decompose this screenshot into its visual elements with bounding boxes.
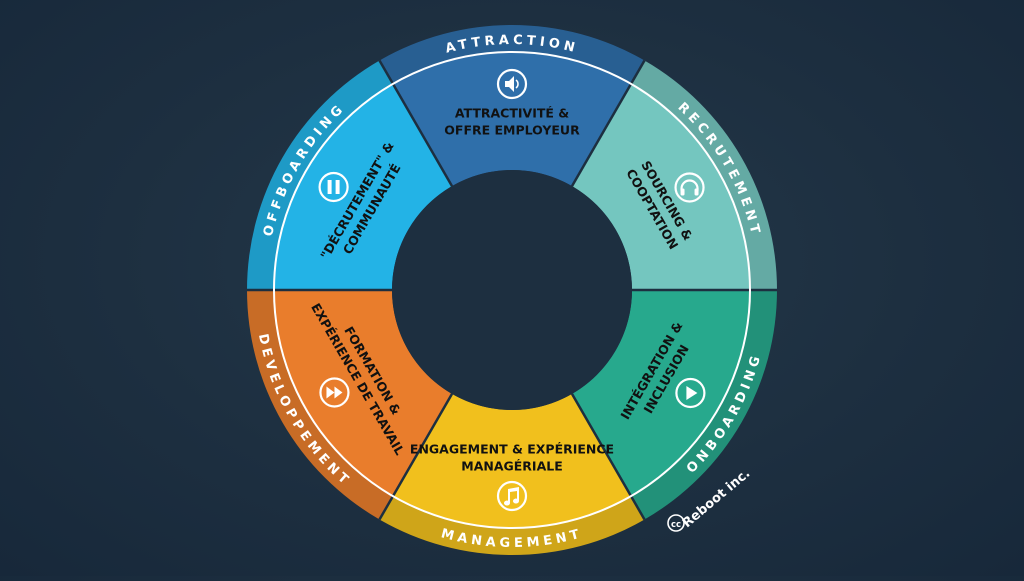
- segment-management: [393, 393, 631, 528]
- speaker-icon: [496, 68, 528, 100]
- ring-band-onboarding: [631, 290, 777, 520]
- headphones-icon: [674, 172, 705, 203]
- segment-label-attraction: ATTRACTIVITÉ &OFFRE EMPLOYEUR: [444, 106, 580, 138]
- copyright-symbol: cc: [671, 520, 681, 530]
- center-hole: [392, 170, 632, 410]
- segment-recrutement: [572, 83, 750, 290]
- segment-divider: [378, 59, 454, 187]
- segment-attraction: [393, 51, 631, 187]
- ring-band-management: [379, 496, 645, 555]
- music-note-icon: [496, 480, 528, 512]
- segment-divider: [570, 393, 646, 521]
- ring-band-developpement: [247, 290, 393, 520]
- ring-divider: [273, 51, 751, 529]
- creative-commons-icon: [667, 514, 685, 532]
- segment-onboarding: [572, 290, 750, 497]
- segment-divider: [570, 59, 646, 187]
- segment-offboarding: [274, 83, 452, 290]
- pause-icon: [318, 171, 349, 203]
- ring-band-offboarding: [247, 60, 393, 291]
- ring-band-attraction: [379, 24, 645, 84]
- segment-divider: [378, 393, 454, 521]
- play-icon: [675, 377, 706, 409]
- fast-forward-icon: [319, 377, 350, 408]
- segment-developpement: [274, 290, 452, 497]
- ring-band-recrutement: [631, 60, 777, 291]
